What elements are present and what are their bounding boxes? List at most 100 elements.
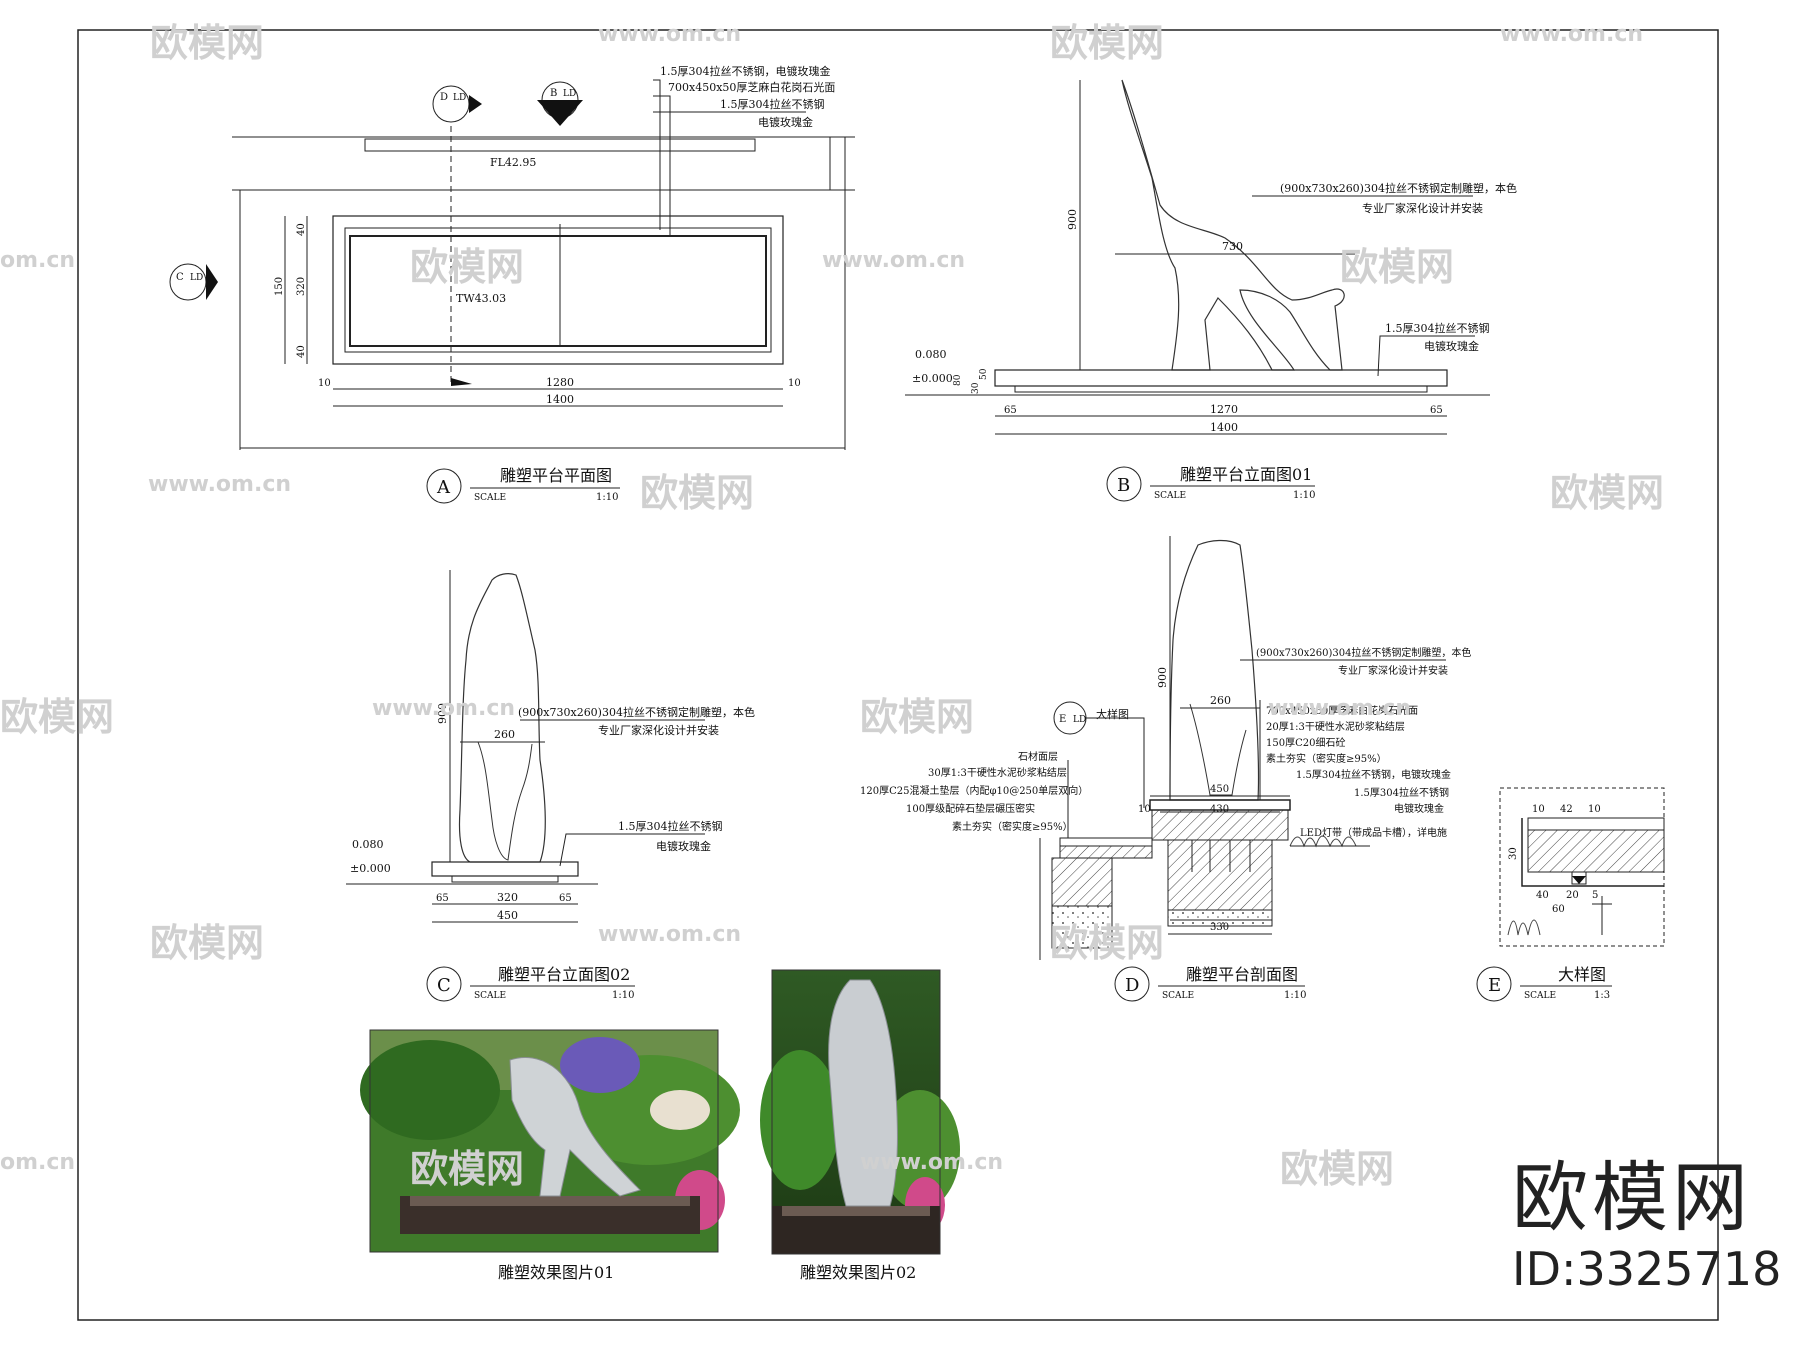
d-callout-r3: 20厚1:3干硬性水泥砂浆粘结层 (1266, 720, 1405, 733)
b-level-000: ±0.000 (912, 372, 953, 385)
d-callout-l3: 100厚级配碎石垫层碾压密实 (906, 802, 1035, 815)
a-mark-d: D (440, 92, 448, 103)
photo-1-caption: 雕塑效果图片01 (498, 1263, 614, 1282)
e-dim-30: 30 (1508, 847, 1519, 860)
b-scale-word: SCALE (1154, 491, 1186, 501)
e-scale-word: SCALE (1524, 991, 1556, 1001)
d-ref-e: E (1059, 714, 1066, 725)
c-callout-4: 电镀玫瑰金 (656, 839, 711, 853)
d-detail-ref: 大样图 (1096, 707, 1129, 721)
b-scale: 1:10 (1293, 490, 1315, 501)
d-dim-430: 430 (1210, 804, 1229, 815)
a-scale: 1:10 (596, 492, 618, 503)
d-callout-r9: LED灯带（带成品卡槽），详电施 (1300, 826, 1447, 839)
d-callout-r1: 专业厂家深化设计并安装 (1338, 664, 1448, 677)
b-title: 雕塑平台立面图01 (1180, 465, 1312, 484)
d-dim-330: 330 (1210, 922, 1229, 933)
b-dim-1400: 1400 (1210, 421, 1238, 434)
drawing-c-elevation: 900 260 (900x730x260)304拉丝不锈钢定制雕塑，本色 专业厂… (346, 570, 755, 1002)
b-dim-30: 30 (971, 382, 981, 394)
c-callout-1: (900x730x260)304拉丝不锈钢定制雕塑，本色 (518, 705, 755, 719)
d-dim-10: 10 (1138, 804, 1151, 815)
b-dim-900: 900 (1066, 209, 1079, 230)
c-dim-65-right: 65 (559, 893, 572, 904)
d-sculpture-deer (1169, 539, 1260, 801)
drawing-b-elevation: 900 730 (900x730x260)304拉丝不锈钢定制雕塑，本色 专业厂… (905, 79, 1517, 502)
drawing-d-section: 900 260 450 430 10 330 E LD 大样图 (900x730… (860, 536, 1471, 1002)
a-dim-320: 320 (296, 277, 307, 296)
photo-2-caption: 雕塑效果图片02 (800, 1263, 916, 1282)
d-callout-l2: 120厚C25混凝土垫层（内配φ10@250单层双向） (860, 784, 1088, 797)
d-ref-sheet: LD (1073, 715, 1086, 725)
a-mark-d-sheet: LD (453, 93, 466, 103)
b-dim-80: 80 (953, 374, 963, 386)
c-level-000: ±0.000 (350, 862, 391, 875)
e-scale: 1:3 (1594, 990, 1610, 1001)
e-title-letter: E (1488, 975, 1501, 996)
a-callout-2: 700x450x50厚芝麻白花岗石光面 (668, 80, 835, 94)
a-mark-c-sheet: LD (190, 273, 203, 283)
sheet-border (77, 29, 1719, 1321)
d-callout-r6: 1.5厚304拉丝不锈钢，电镀玫瑰金 (1296, 768, 1451, 781)
a-callout-4: 电镀玫瑰金 (758, 115, 813, 129)
c-callout-3: 1.5厚304拉丝不锈钢 (618, 819, 723, 833)
a-dim-40-bottom: 40 (296, 345, 307, 358)
render-photo-01 (360, 1029, 740, 1253)
d-title-letter: D (1125, 975, 1139, 996)
a-mark-c: C (176, 272, 184, 283)
a-callout-3: 1.5厚304拉丝不锈钢 (720, 97, 825, 111)
brand-logo-text: 欧模网 (1512, 1153, 1752, 1242)
b-dim-65-right: 65 (1430, 405, 1443, 416)
d-callout-r0: (900x730x260)304拉丝不锈钢定制雕塑，本色 (1256, 646, 1471, 659)
e-dim-20: 20 (1566, 890, 1579, 901)
a-scale-word: SCALE (474, 493, 506, 503)
d-title: 雕塑平台剖面图 (1186, 965, 1298, 984)
a-title: 雕塑平台平面图 (500, 466, 612, 485)
d-callout-r5: 素土夯实（密实度≥95%） (1266, 752, 1387, 765)
a-dim-1280: 1280 (546, 376, 574, 389)
c-dim-260: 260 (494, 728, 515, 741)
c-scale: 1:10 (612, 990, 634, 1001)
a-callout-1: 1.5厚304拉丝不锈钢，电镀玫瑰金 (660, 64, 831, 78)
a-dim-1400: 1400 (546, 393, 574, 406)
b-dim-65-left: 65 (1004, 405, 1017, 416)
e-dim-60: 60 (1552, 904, 1565, 915)
c-sculpture-deer (458, 573, 546, 863)
b-callout-3: 1.5厚304拉丝不锈钢 (1385, 321, 1490, 335)
b-callout-2: 专业厂家深化设计并安装 (1362, 201, 1483, 215)
c-dim-65-left: 65 (436, 893, 449, 904)
c-title-letter: C (437, 975, 451, 996)
a-dim-10-left: 10 (318, 378, 331, 389)
c-dim-900: 900 (436, 703, 449, 724)
b-dim-1270: 1270 (1210, 403, 1238, 416)
b-callout-4: 电镀玫瑰金 (1424, 339, 1479, 353)
drawing-e-detail: 10 42 10 30 40 20 5 60 E 大样图 SCALE 1:3 (1476, 787, 1665, 1002)
drawing-a-plan: D LD B LD C LD FL42.95 TW43.03 1.5厚304拉丝… (169, 64, 855, 504)
e-dim-40: 40 (1536, 890, 1549, 901)
b-title-letter: B (1117, 475, 1130, 496)
e-title: 大样图 (1558, 965, 1606, 984)
b-sculpture-deer (1121, 79, 1345, 371)
d-callout-l0: 石材面层 (1018, 750, 1058, 763)
d-callout-r7: 1.5厚304拉丝不锈钢 (1354, 786, 1449, 799)
c-title: 雕塑平台立面图02 (498, 965, 630, 984)
a-mark-b: B (550, 88, 557, 99)
d-dim-260: 260 (1210, 694, 1231, 707)
a-dim-10-right: 10 (788, 378, 801, 389)
d-scale: 1:10 (1284, 990, 1306, 1001)
render-photo-02 (760, 969, 960, 1255)
e-dim-10-b: 10 (1588, 804, 1601, 815)
d-scale-word: SCALE (1162, 991, 1194, 1001)
c-scale-word: SCALE (474, 991, 506, 1001)
d-callout-r4: 150厚C20细石砼 (1266, 736, 1345, 749)
d-callout-r2: 700x450x50厚芝麻白花岗石光面 (1266, 704, 1418, 717)
e-dim-10: 10 (1532, 804, 1545, 815)
e-dim-42: 42 (1560, 804, 1573, 815)
d-callout-l4: 素土夯实（密实度≥95%） (952, 820, 1073, 833)
a-mark-b-sheet: LD (563, 89, 576, 99)
c-dim-320: 320 (497, 891, 518, 904)
a-fl-label: FL42.95 (490, 156, 536, 169)
b-callout-1: (900x730x260)304拉丝不锈钢定制雕塑，本色 (1280, 181, 1517, 195)
c-callout-2: 专业厂家深化设计并安装 (598, 723, 719, 737)
